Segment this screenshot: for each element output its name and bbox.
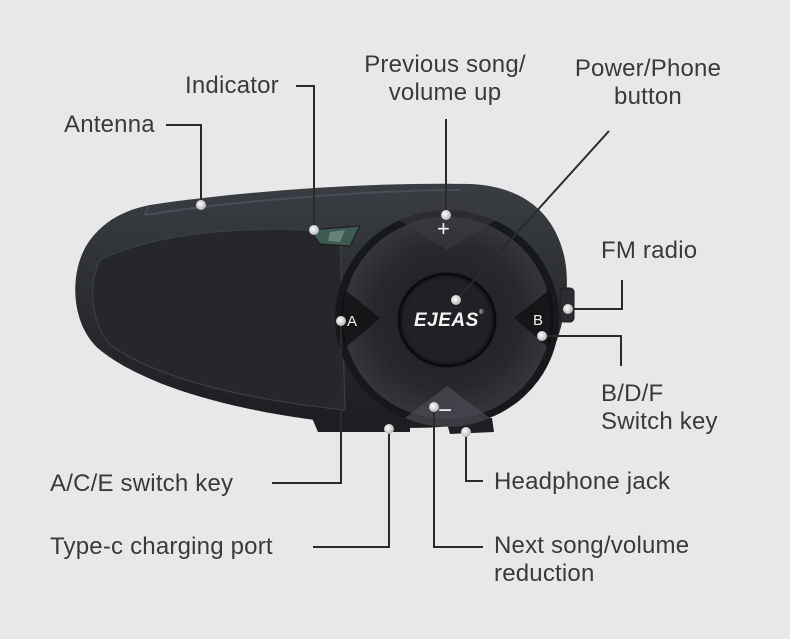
type-c-label: Type-c charging port [50, 533, 273, 560]
fm-radio-marker [563, 304, 573, 314]
fm-radio-label: FM radio [601, 237, 698, 264]
power-marker [451, 295, 461, 305]
indicator-label: Indicator [185, 72, 279, 99]
bdf-switch-label: B/D/F Switch key [601, 380, 718, 435]
bdf-key-marker [537, 331, 547, 341]
antenna-marker [196, 200, 206, 210]
minus-symbol: − [438, 397, 453, 424]
leader-lines [166, 85, 623, 548]
plus-symbol: + [437, 216, 450, 241]
control-dial [335, 204, 559, 427]
next-song-label: Next song/volume reduction [494, 532, 690, 587]
button-a-letter: A [347, 313, 358, 330]
headphone-jack-label: Headphone jack [494, 468, 671, 495]
volume-down-marker [429, 402, 439, 412]
ace-key-marker [336, 316, 346, 326]
marker-dots [196, 200, 573, 437]
power-phone-label: Power/Phone button [574, 55, 722, 110]
indicator-marker [309, 225, 319, 235]
ace-switch-label: A/C/E switch key [50, 470, 234, 497]
type-c-marker [384, 424, 394, 434]
brand-logo: EJEAS® [414, 310, 484, 331]
previous-song-label: Previous song/ volume up [364, 51, 526, 106]
headphone-marker [461, 427, 471, 437]
antenna-label: Antenna [64, 111, 155, 138]
button-b-letter: B [533, 312, 544, 329]
volume-up-marker [441, 210, 451, 220]
